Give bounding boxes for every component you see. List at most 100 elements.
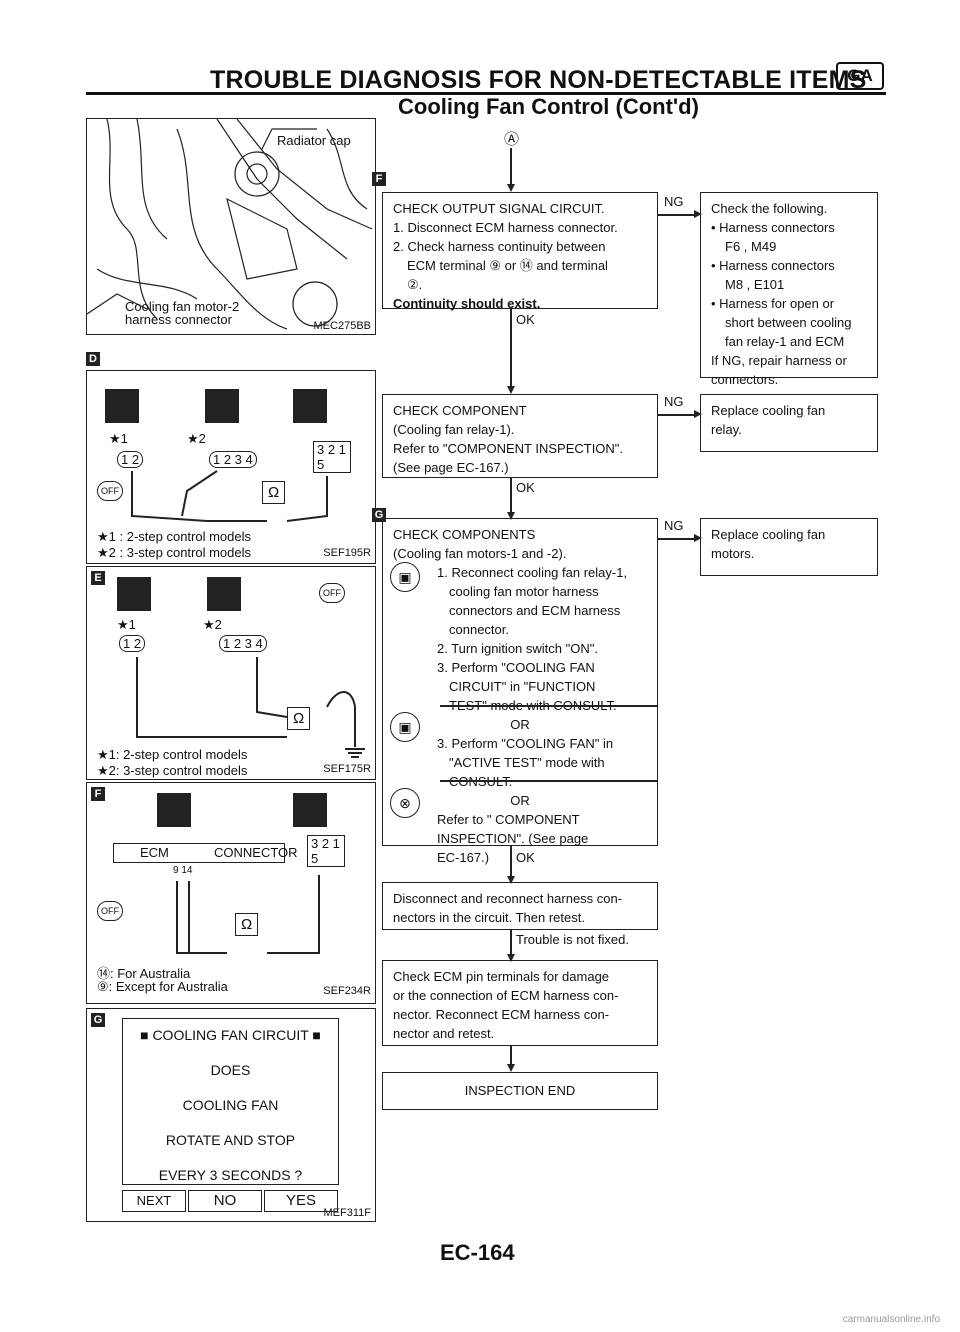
panel-g-code: MEF311F: [323, 1207, 371, 1219]
panel-d-code: SEF195R: [323, 547, 371, 559]
header-rule: [86, 92, 886, 95]
consult-screen: ■ COOLING FAN CIRCUIT ■ DOES COOLING FAN…: [122, 1018, 339, 1185]
panel-f: F ECM CONNECTOR 3 2 1 5 9 14 OFF Ω ⑭: Fo…: [86, 782, 376, 1004]
consult-line-every: EVERY 3 SECONDS ?: [158, 1167, 303, 1183]
page-title: TROUBLE DIAGNOSIS FOR NON-DETECTABLE ITE…: [210, 66, 867, 94]
flow-connector: [510, 309, 512, 387]
step1-ng-line: Check the following.: [711, 201, 828, 216]
step2-ng-line: relay.: [711, 422, 742, 437]
step3-line: Refer to " COMPONENT: [437, 812, 580, 827]
step4-label: Trouble is not fixed.: [516, 932, 629, 947]
panel-d-note1: ★1 : 2-step control models: [97, 529, 252, 544]
engine-illustration: [87, 119, 373, 330]
panel-e-code: SEF175R: [323, 763, 371, 775]
step1-ng-line: short between cooling: [725, 315, 852, 330]
ohmmeter-icon: Ω: [262, 481, 286, 504]
step3-ok-label: OK: [516, 850, 535, 865]
connector-label: CONNECTOR: [214, 845, 298, 860]
consult-icon: ▣: [390, 712, 420, 742]
panel-e-wiring: [136, 657, 365, 758]
step3-line: 2. Turn ignition switch "ON".: [437, 641, 598, 656]
ignition-off-icon: OFF: [97, 481, 123, 501]
step1-line: ECM terminal ⑨ or ⑭ and terminal: [407, 258, 608, 273]
flow-connector: [510, 148, 512, 184]
step1-criteria: Continuity should exist.: [393, 296, 541, 311]
step1-marker: F: [372, 172, 386, 186]
flow-connector: [658, 538, 696, 540]
step2-line: (See page EC-167.): [393, 460, 509, 475]
step1-ng-line: fan relay-1 and ECM: [725, 334, 845, 349]
flow-connector: [658, 214, 696, 216]
step5-line: Check ECM pin terminals for damage: [393, 969, 610, 984]
flow-connector: [510, 930, 512, 958]
ohmmeter-icon: Ω: [235, 913, 259, 936]
flow-arrow: [507, 876, 515, 884]
step1-title: CHECK OUTPUT SIGNAL CIRCUIT.: [393, 201, 605, 216]
step5-line: nector and retest.: [393, 1026, 495, 1041]
no-button[interactable]: NO: [188, 1190, 262, 1212]
step1-ng-line: • Harness for open or: [711, 296, 835, 311]
step3-line: EC-167.): [437, 850, 490, 865]
consult-line-does: DOES: [210, 1062, 251, 1078]
connector-label-1: Cooling fan motor-2: [125, 299, 240, 314]
step2-ok-label: OK: [516, 480, 535, 495]
end-box: INSPECTION END: [382, 1072, 658, 1110]
step4-box: Disconnect and reconnect harness con- ne…: [382, 882, 658, 930]
connector-pins-b: 1 2 3 4: [219, 635, 267, 652]
or-divider: [440, 780, 658, 782]
step2-box: CHECK COMPONENT (Cooling fan relay-1). R…: [382, 394, 658, 478]
connector-pins-b: 1 2 3 4: [209, 451, 257, 468]
star1-label: ★1: [109, 431, 128, 446]
step4-line: nectors in the circuit. Then retest.: [393, 910, 585, 925]
disconnect-icon: [207, 577, 241, 611]
flow-arrow: [694, 410, 702, 418]
step1-line: 2. Check harness continuity between: [393, 239, 606, 254]
panel-g: G MEF311F: [86, 1008, 376, 1222]
step2-ng-label: NG: [664, 394, 684, 409]
panel-d-note2: ★2 : 3-step control models: [97, 545, 252, 560]
engine-figure: Radiator cap Cooling fan motor-2 harness…: [86, 118, 376, 335]
yes-button[interactable]: YES: [264, 1190, 338, 1212]
site-watermark: carmanualsonline.info: [842, 1314, 940, 1325]
disconnect-icon: [157, 793, 191, 827]
radiator-cap-label: Radiator cap: [277, 133, 351, 148]
star2-label: ★2: [187, 431, 206, 446]
panel-f-wiring: [176, 875, 320, 954]
ohmmeter-icon: Ω: [287, 707, 311, 730]
panel-e-note2: ★2: 3-step control models: [97, 763, 248, 778]
connector-pins-c: 3 2 1 5: [313, 441, 351, 473]
step4-line: Disconnect and reconnect harness con-: [393, 891, 623, 906]
consult-title: ■ COOLING FAN CIRCUIT ■: [140, 1027, 321, 1043]
step2-ng-box: Replace cooling fan relay.: [700, 394, 878, 452]
ignition-off-icon: OFF: [319, 583, 345, 603]
step2-line: Refer to "COMPONENT INSPECTION".: [393, 441, 624, 456]
ignition-off-icon: OFF: [97, 901, 123, 921]
star1-label: ★1: [117, 617, 136, 632]
consult-line-fan: COOLING FAN: [182, 1097, 279, 1113]
step3-ng-line: Replace cooling fan: [711, 527, 826, 542]
step3-line: INSPECTION". (See page: [437, 831, 589, 846]
step1-ng-line: connectors.: [711, 372, 779, 387]
panel-d-wiring: [131, 470, 328, 522]
flow-start-ref: Ⓐ: [504, 131, 520, 148]
step3-ng-label: NG: [664, 518, 684, 533]
step3-title: CHECK COMPONENTS: [393, 527, 536, 542]
connector-pins-a: 1 2: [117, 451, 144, 468]
step1-ng-line: M8 , E101: [725, 277, 785, 292]
step1-ng-line: • Harness connectors: [711, 258, 835, 273]
ecm-terminals: 9 14: [173, 865, 193, 876]
step3-ng-box: Replace cooling fan motors.: [700, 518, 878, 576]
panel-g-marker: G: [91, 1013, 105, 1027]
flow-arrow: [507, 512, 515, 520]
step5-line: nector. Reconnect ECM harness con-: [393, 1007, 610, 1022]
step1-ng-line: If NG, repair harness or: [711, 353, 847, 368]
disconnect-icon: [205, 389, 239, 423]
step1-ng-line: F6 , M49: [725, 239, 777, 254]
panel-f-note2: ⑨: Except for Australia: [97, 979, 228, 994]
step1-line: ②.: [407, 277, 423, 292]
panel-f-marker: F: [91, 787, 105, 801]
step2-line: (Cooling fan relay-1).: [393, 422, 515, 437]
next-button[interactable]: NEXT: [122, 1190, 186, 1212]
ecm-label: ECM: [140, 845, 169, 860]
step5-box: Check ECM pin terminals for damage or th…: [382, 960, 658, 1046]
